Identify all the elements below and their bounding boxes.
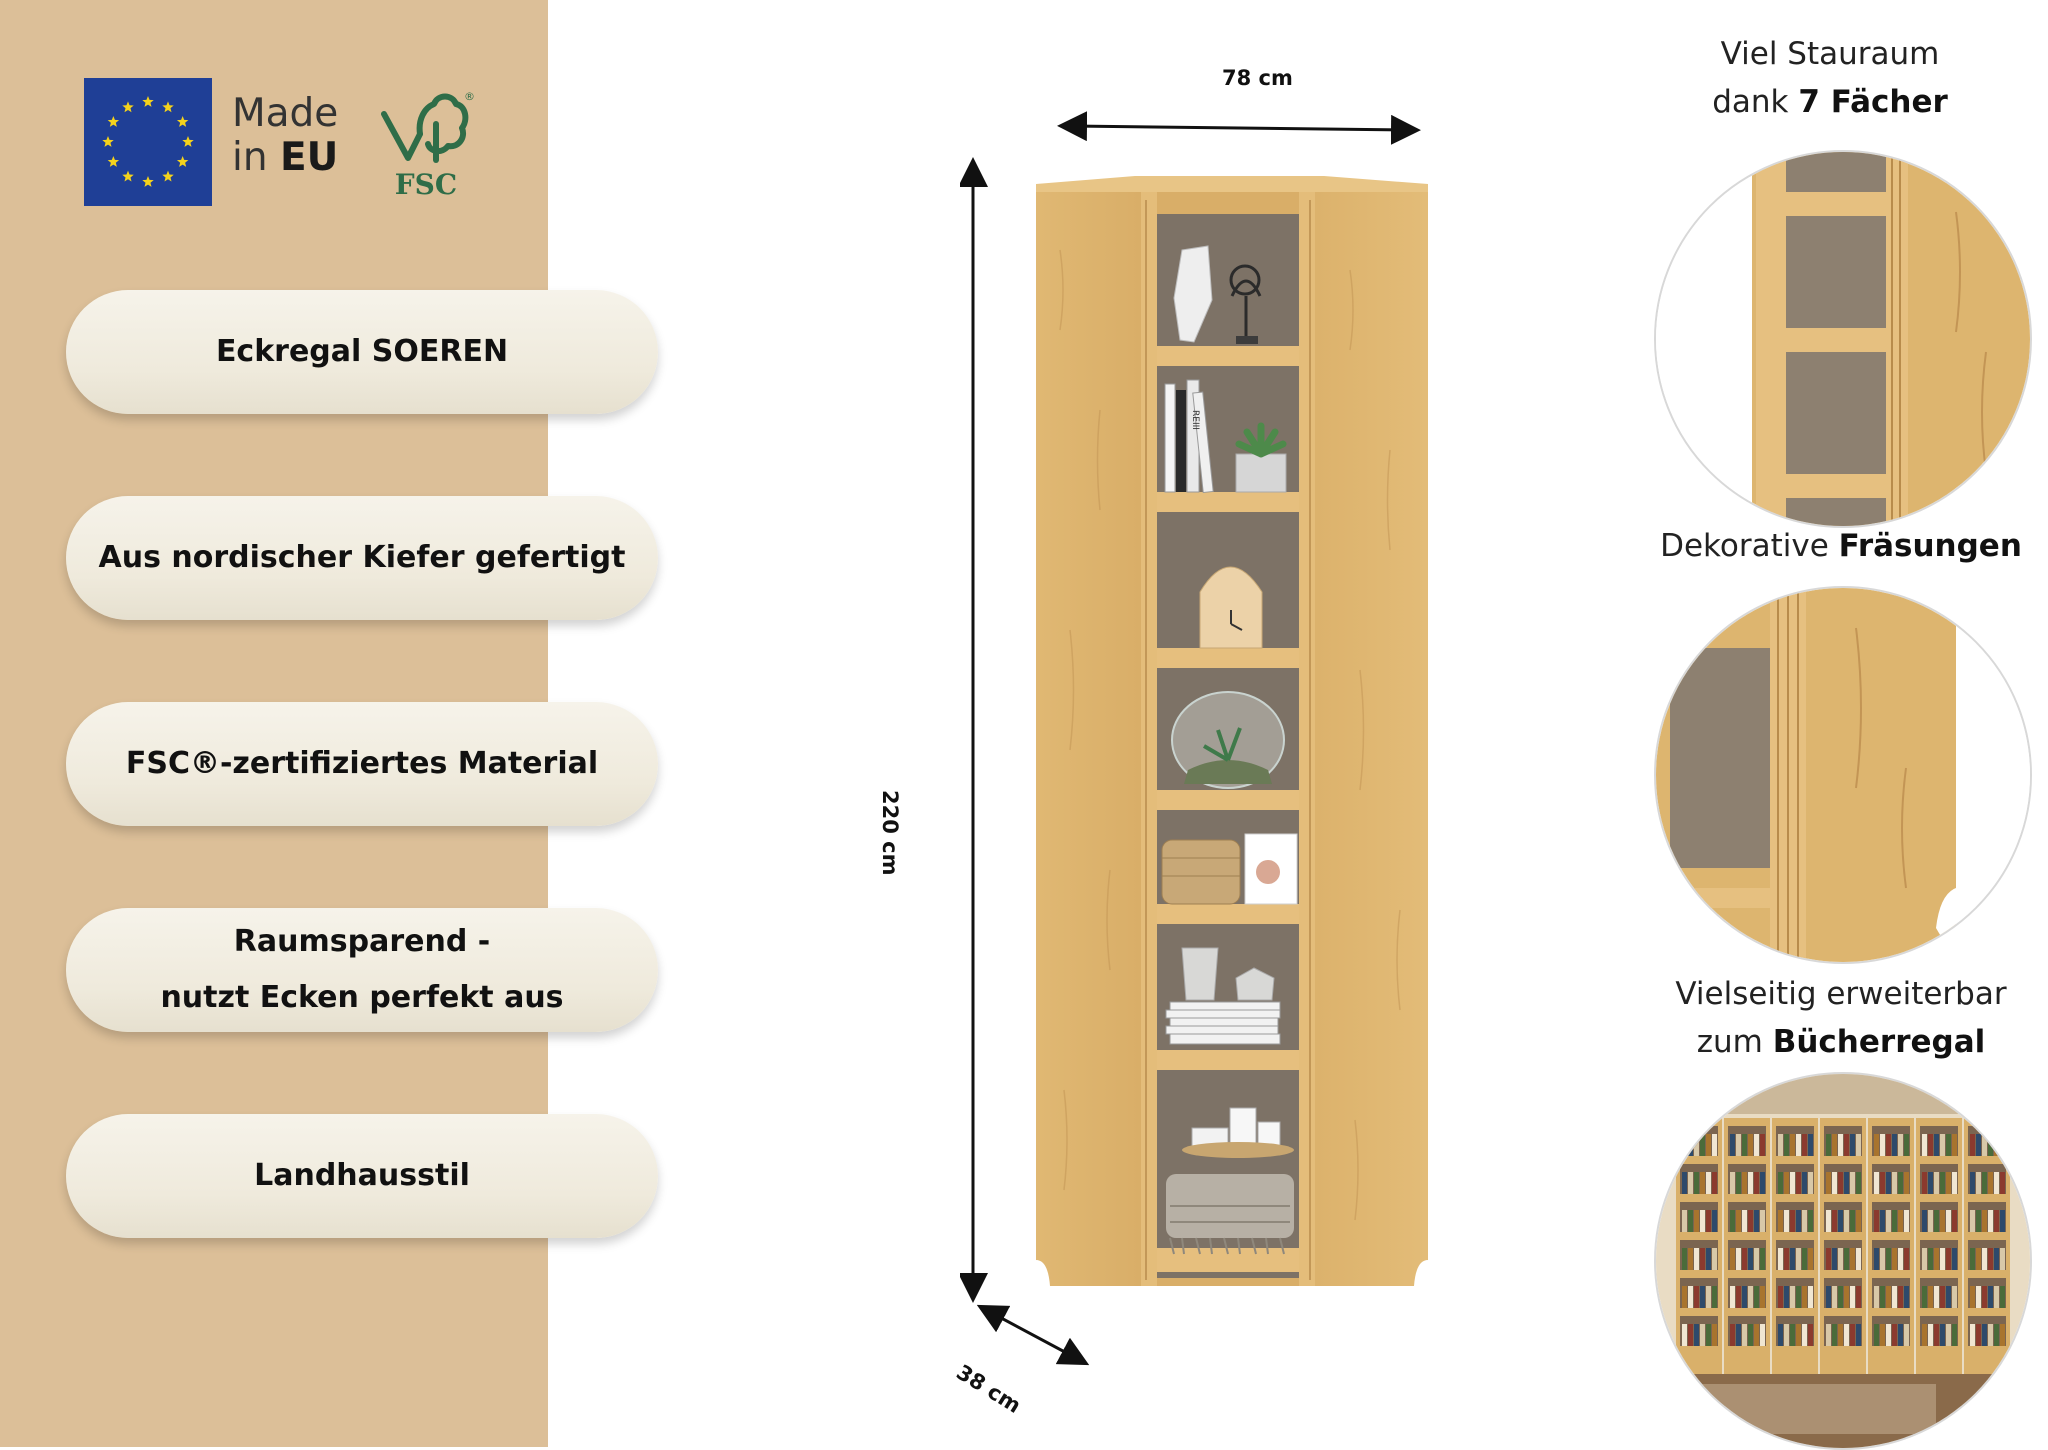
eu-star-icon <box>176 156 189 167</box>
shelf-left-panel <box>1036 192 1141 1286</box>
eu-star-icon <box>162 101 174 113</box>
candles-icon <box>1182 1107 1294 1158</box>
eu-star-icon <box>142 176 154 187</box>
milling-caption: Dekorative Fräsungen <box>1660 528 2022 564</box>
shelf-detail-circle <box>1654 150 2032 528</box>
eu-star-icon <box>122 101 134 113</box>
terrarium-icon <box>1171 691 1285 789</box>
white-vase-icon <box>1173 245 1213 343</box>
shelf-top <box>1036 176 1428 194</box>
shelf-right-panel <box>1315 192 1428 1286</box>
fsc-logo-text: FSC <box>395 168 457 201</box>
eu-star-icon <box>102 136 114 147</box>
feature-pill-name: Eckregal SOEREN <box>66 290 658 414</box>
feature-pill-fsc: FSC®-zertifiziertes Material <box>66 702 658 826</box>
picture-frame-icon <box>1244 833 1298 905</box>
marble-vase-icon <box>1181 947 1275 1001</box>
eu-star-icon <box>107 156 120 167</box>
library-room-image <box>1656 1074 2030 1448</box>
arch-clock-icon <box>1199 566 1263 649</box>
extend-caption: Vielseitig erweiterbar zum Bücherregal <box>1675 976 2007 1060</box>
eu-star-icon <box>162 170 174 182</box>
basket-icon <box>1161 839 1241 905</box>
feature-sidebar: Made in EU ® FSC Eckregal SOEREN Aus nor… <box>0 0 658 1447</box>
eu-flag-icon <box>84 78 212 206</box>
eu-star-icon <box>122 170 134 182</box>
sculpture-icon <box>1229 264 1262 336</box>
eu-star-icon <box>176 116 189 127</box>
corner-shelf-illustration: REIII <box>960 111 1428 1366</box>
fsc-registered-mark: ® <box>464 90 474 103</box>
shelf-detail-image <box>1656 152 2030 526</box>
library-room-circle <box>1654 1072 2032 1450</box>
shelf-boards <box>1157 346 1299 1272</box>
width-dimension-label: 78 cm <box>1222 66 1293 90</box>
fsc-logo-icon: ® FSC <box>381 90 474 201</box>
made-in-eu-label: Made in EU <box>232 92 338 180</box>
eu-star-icon <box>142 96 154 107</box>
storage-caption: Viel Stauraum dank 7 Fächer <box>1712 36 1948 120</box>
feature-pill-material: Aus nordischer Kiefer gefertigt <box>66 496 658 620</box>
feature-pill-style: Landhausstil <box>66 1114 658 1238</box>
milling-detail-circle <box>1654 586 2032 964</box>
blanket-icon <box>1166 1174 1294 1255</box>
made-line2: in EU <box>232 135 339 180</box>
eu-star-icon <box>107 116 120 127</box>
width-arrow <box>1057 111 1421 145</box>
height-dimension-label: 220 cm <box>878 790 902 876</box>
milling-detail-image <box>1656 588 2030 962</box>
eu-star-icon <box>182 136 194 147</box>
made-line1: Made <box>232 91 339 136</box>
depth-arrow <box>976 1304 1090 1366</box>
succulent-pot-icon <box>1235 422 1287 493</box>
book-spine-text: REIII <box>1190 410 1200 430</box>
logo-row: Made in EU ® FSC <box>84 78 504 208</box>
books-icon: REIII <box>1164 379 1214 494</box>
magazine-stack-icon <box>1165 1001 1281 1045</box>
feature-pill-space-saving: Raumsparend - nutzt Ecken perfekt aus <box>66 908 658 1032</box>
